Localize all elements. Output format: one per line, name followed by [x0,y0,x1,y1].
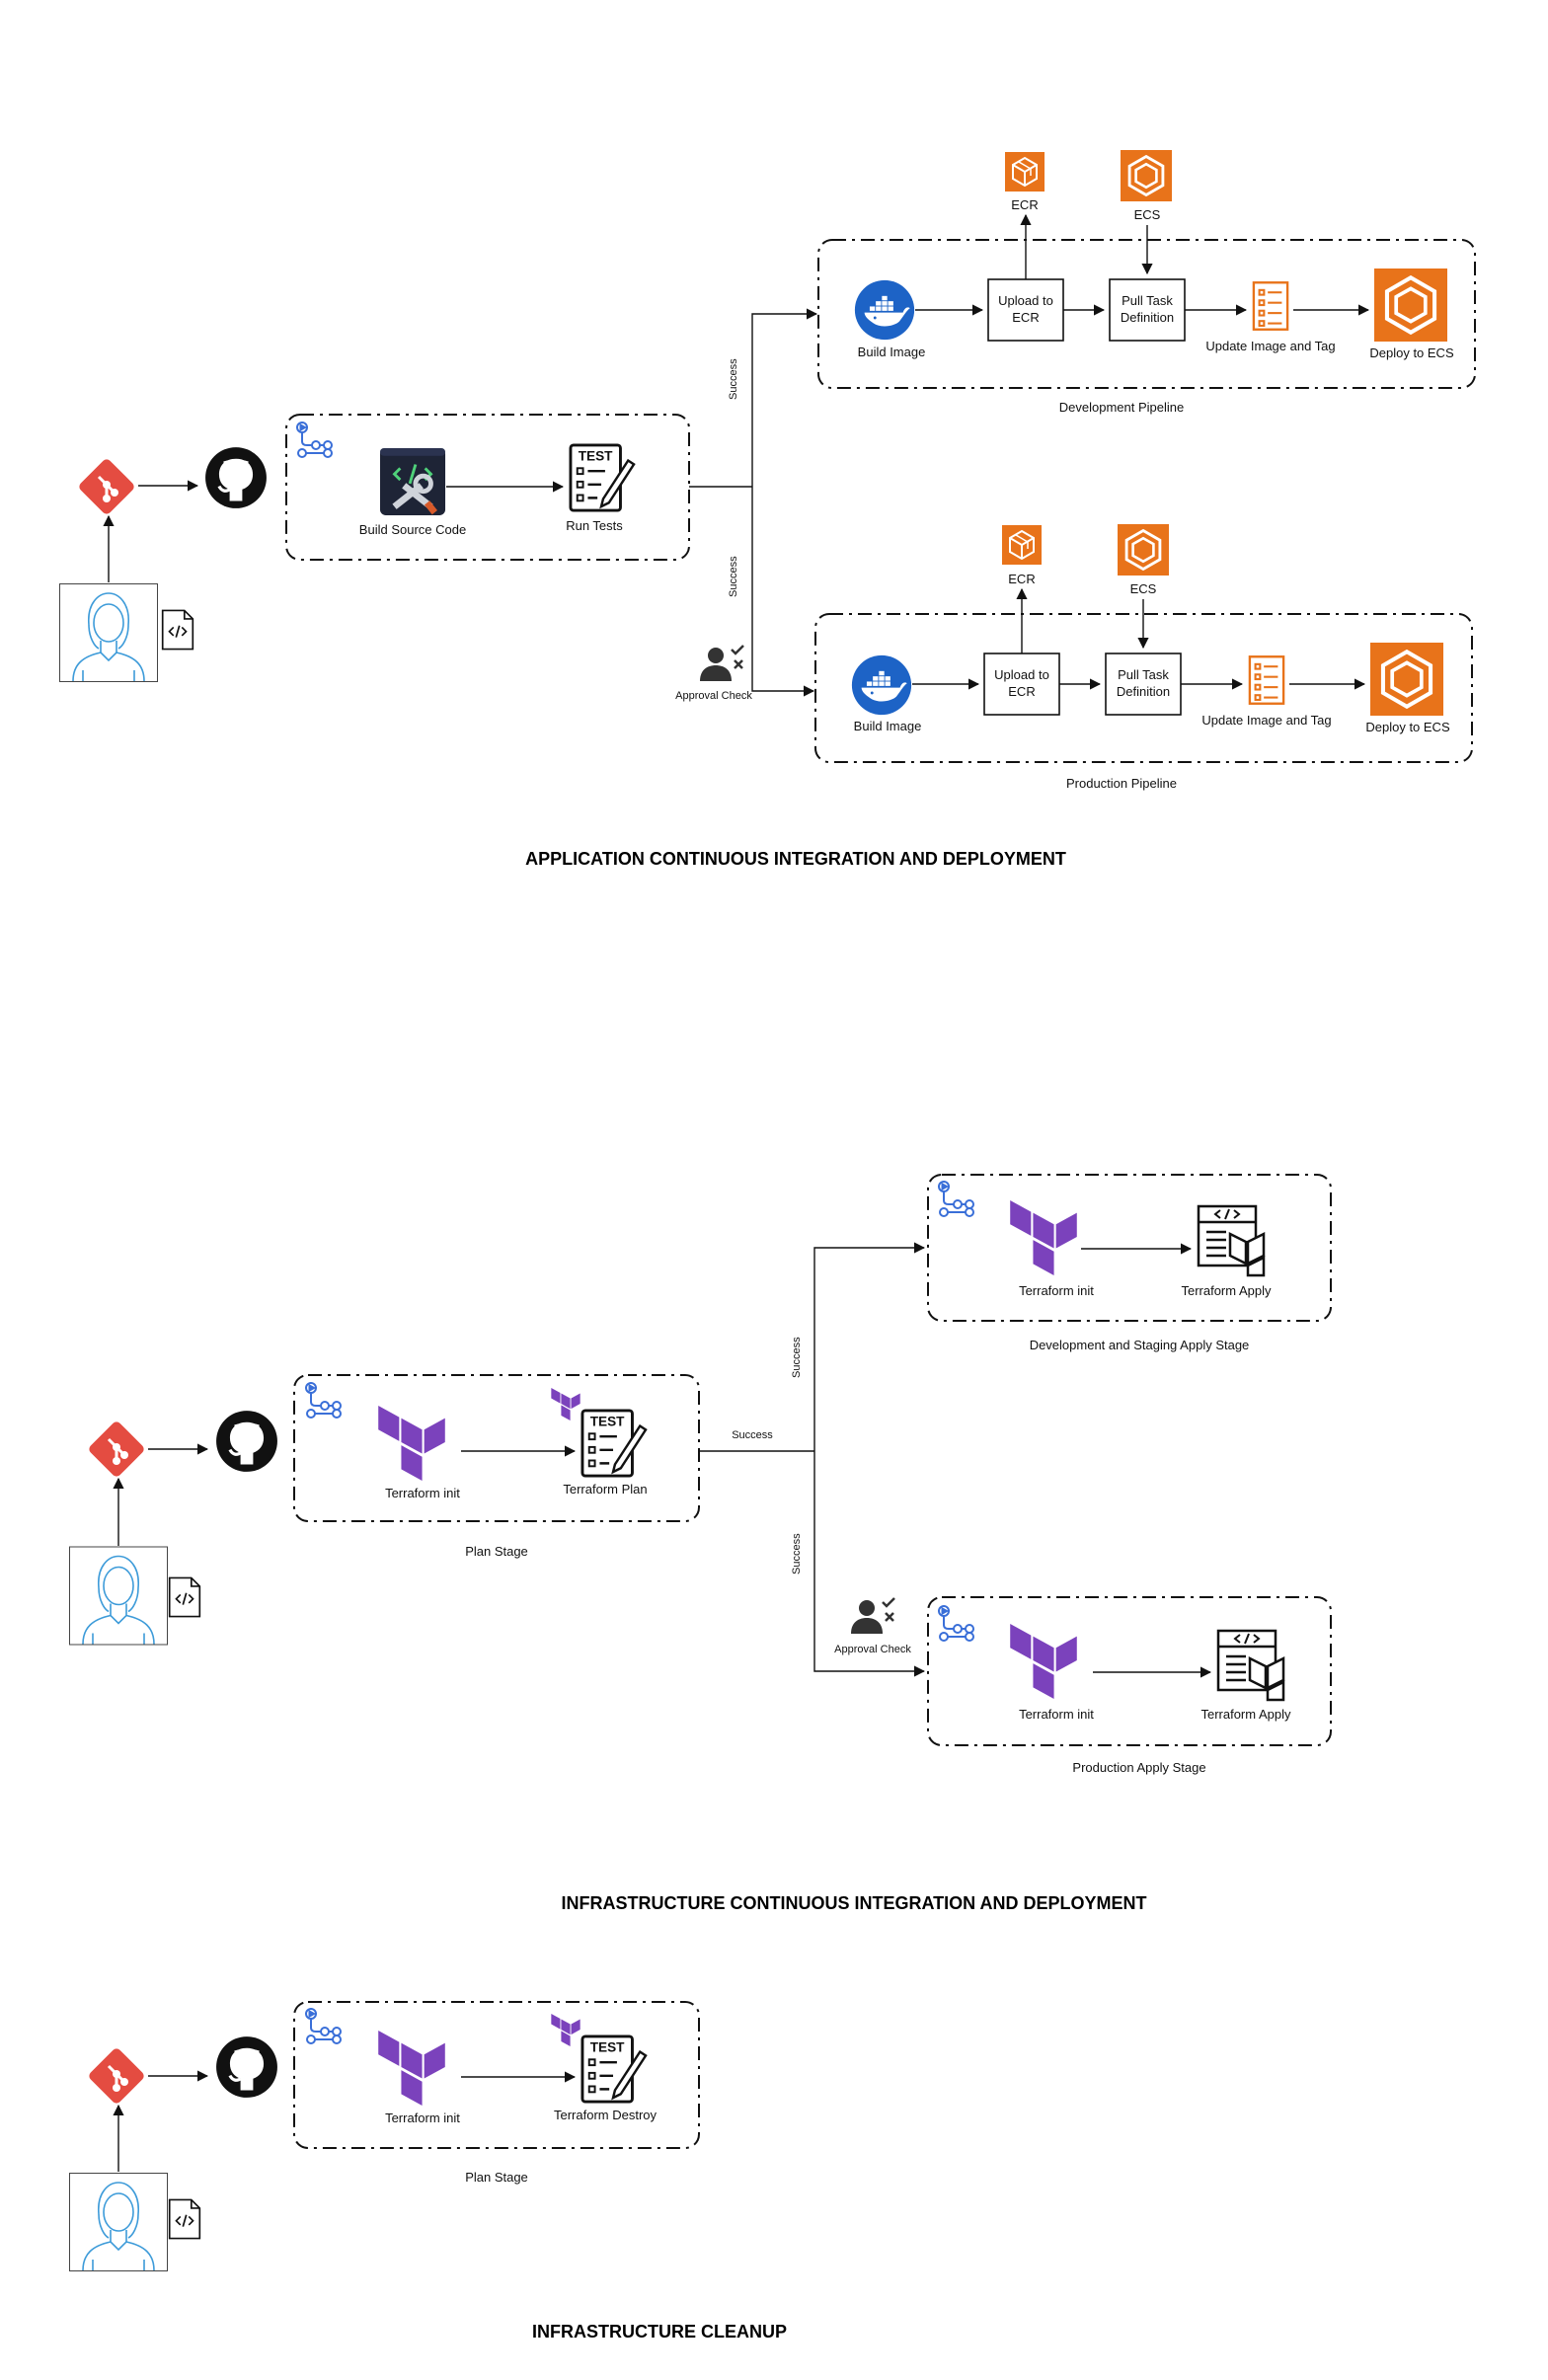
build-source-label: Build Source Code [359,522,466,537]
cleanup-section-title: INFRASTRUCTURE CLEANUP [532,2322,787,2342]
github-actions-icon [305,1382,342,1419]
dev-apply-stage-box [927,1174,1332,1322]
development-pipeline-label: Development Pipeline [1059,400,1184,415]
task-list-icon [1248,655,1285,705]
ecs-icon [1370,643,1443,716]
production-pipeline-label: Production Pipeline [1066,776,1177,791]
code-file-icon [168,2198,201,2240]
dev-pull-line1: Pull Task [1122,293,1173,308]
github-actions-icon [938,1181,974,1217]
prod-apply-stage-label: Production Apply Stage [1072,1760,1205,1775]
docker-icon [851,654,912,716]
git-icon [87,1420,146,1479]
app-section-title: APPLICATION CONTINUOUS INTEGRATION AND D… [525,849,1066,869]
infra-section-title: INFRASTRUCTURE CONTINUOUS INTEGRATION AN… [562,1893,1147,1913]
dev-upload-line1: Upload to [998,293,1053,308]
dev-ecs-label: ECS [1134,207,1161,222]
git-icon [77,457,136,516]
dev-update-image-label: Update Image and Tag [1205,339,1335,353]
approval-user-icon [698,644,745,683]
terraform-icon [1010,1200,1077,1275]
terraform-apply-icon [1197,1204,1266,1277]
dev-upload-line2: ECR [1012,310,1039,325]
prod-ecr-label: ECR [1008,572,1035,586]
test-checklist-icon [569,443,636,512]
dev-init-label: Terraform init [1019,1283,1094,1298]
git-icon [87,2046,146,2106]
prod-apply-label: Terraform Apply [1200,1707,1291,1722]
success-label-bottom: Success [791,1533,803,1574]
cleanup-init-label: Terraform init [385,2111,460,2125]
terraform-plan-label: Terraform Plan [563,1482,647,1497]
dev-pull-task-box [1109,278,1186,342]
dev-upload-ecr-box [987,278,1064,342]
plan-stage-label: Plan Stage [465,1544,528,1559]
prod-init-label: Terraform init [1019,1707,1094,1722]
ci-stage-box [285,414,690,561]
success-label-mid: Success [732,1429,773,1441]
app-section: Build Source Code Run Tests Success Succ… [59,150,1476,869]
ecr-icon [1005,152,1045,192]
terraform-icon [378,2031,445,2106]
github-actions-icon [296,422,333,458]
plan-stage-box [293,1374,700,1522]
dev-build-image-label: Build Image [858,345,926,359]
prod-ecs-label: ECS [1130,581,1157,596]
github-actions-icon [305,2008,342,2044]
code-file-icon [161,609,194,651]
terraform-small-icon [551,1388,580,1420]
github-icon [205,447,267,508]
dev-deploy-ecs-label: Deploy to ECS [1369,345,1454,360]
approval-check-label: Approval Check [675,690,752,702]
developer-icon [69,2172,168,2272]
terraform-apply-icon [1216,1629,1285,1702]
github-actions-icon [938,1605,974,1642]
terraform-small-icon [551,2014,580,2046]
dev-ecr-label: ECR [1011,197,1038,212]
prod-deploy-ecs-label: Deploy to ECS [1365,720,1450,734]
terraform-icon [378,1406,445,1481]
prod-pull-line1: Pull Task [1118,667,1169,682]
developer-icon [69,1546,168,1646]
prod-apply-stage-box [927,1596,1332,1746]
github-icon [216,2036,277,2098]
prod-upload-line2: ECR [1008,684,1035,699]
docker-icon [854,279,915,341]
dev-apply-stage-label: Development and Staging Apply Stage [1030,1338,1250,1352]
cleanup-stage-box [293,2001,700,2149]
developer-icon [59,582,158,683]
cleanup-plan-stage-label: Plan Stage [465,2170,528,2185]
infra-section: Plan Stage Terraform init Terraform Plan… [69,1174,1332,1913]
ecr-icon [1002,525,1042,565]
prod-pull-line2: Definition [1117,684,1170,699]
terraform-icon [1010,1624,1077,1699]
success-label-top: Success [791,1337,803,1378]
approval-check-label: Approval Check [834,1644,911,1655]
plan-init-label: Terraform init [385,1486,460,1500]
task-list-icon [1252,281,1289,331]
approval-user-icon [849,1596,896,1636]
prod-update-image-label: Update Image and Tag [1201,713,1331,728]
build-tools-icon [380,448,445,515]
ecs-small-icon [1121,150,1172,201]
github-icon [216,1411,277,1472]
run-tests-label: Run Tests [566,518,623,533]
prod-upload-line1: Upload to [994,667,1049,682]
test-checklist-icon [580,2035,648,2104]
prod-build-image-label: Build Image [854,719,922,733]
cleanup-section: Plan Stage Terraform init Terraform Dest… [69,2001,787,2342]
success-label-top: Success [728,358,739,400]
dev-pull-line2: Definition [1121,310,1174,325]
prod-pull-task-box [1105,653,1182,716]
ecs-icon [1374,269,1447,342]
dev-apply-label: Terraform Apply [1181,1283,1272,1298]
success-label-bottom: Success [728,556,739,597]
code-file-icon [168,1576,201,1618]
terraform-destroy-label: Terraform Destroy [554,2108,658,2122]
test-checklist-icon [580,1409,648,1478]
ecs-small-icon [1118,524,1169,576]
